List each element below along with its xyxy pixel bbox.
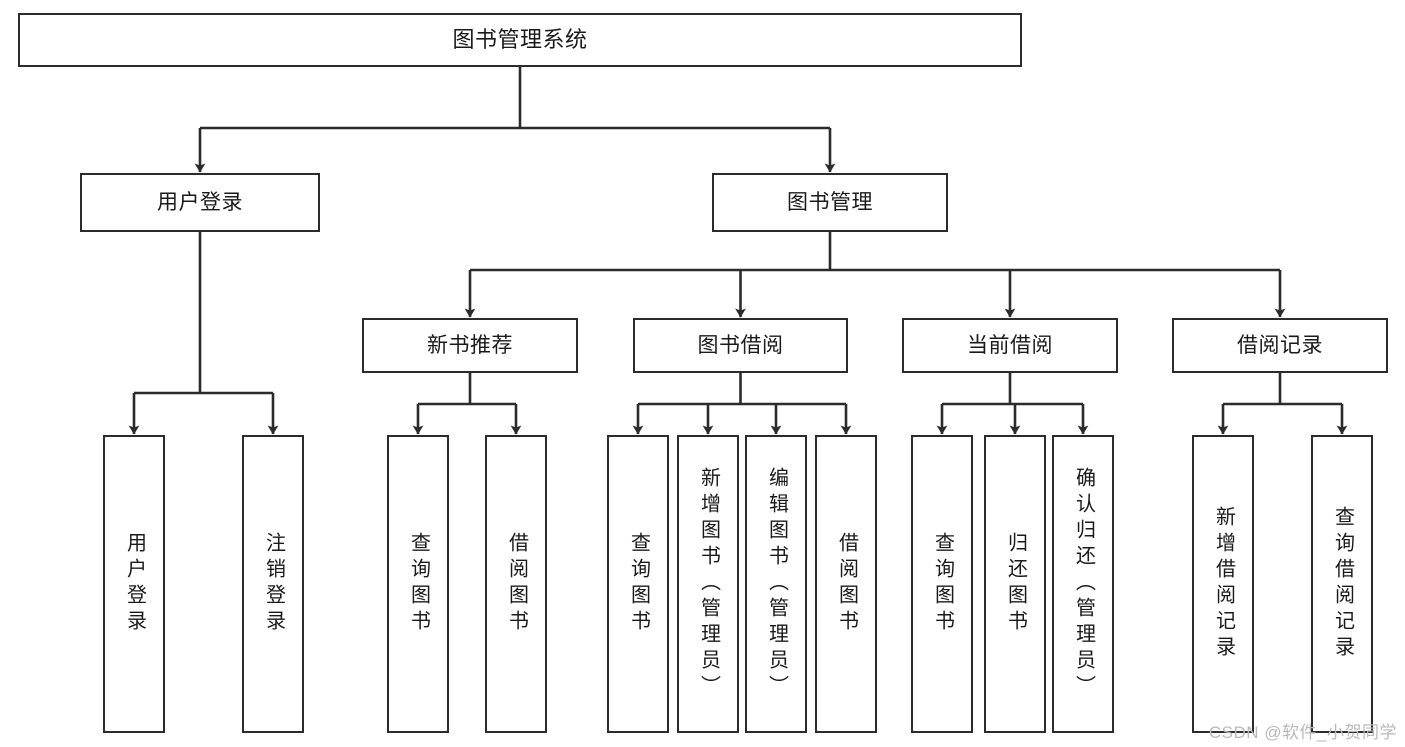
node-label: 图书管理系统 (452, 26, 588, 52)
node-label: 查询图书 (627, 532, 650, 636)
node-leaf-leaf-borrow-book[interactable]: 借阅图书 (815, 435, 877, 733)
node-leaf-leaf-edit-book[interactable]: 编辑图书（管理员） (745, 435, 807, 733)
node-leaf-leaf-rec-borrow-book[interactable]: 借阅图书 (485, 435, 547, 733)
node-label: 借阅图书 (505, 532, 528, 636)
node-leaf-leaf-query-record[interactable]: 查询借阅记录 (1311, 435, 1373, 733)
node-label: 新增借阅记录 (1212, 506, 1235, 662)
node-leaf-leaf-add-record[interactable]: 新增借阅记录 (1192, 435, 1254, 733)
watermark-text: CSDN @软件_小贺同学 (1208, 723, 1397, 742)
node-label: 用户登录 (157, 190, 243, 214)
node-label: 当前借阅 (967, 333, 1053, 357)
node-label: 确认归还（管理员） (1072, 467, 1095, 701)
node-label: 查询图书 (407, 532, 430, 636)
node-leaf-leaf-cur-query-book[interactable]: 查询图书 (911, 435, 973, 733)
node-new-book-rec[interactable]: 新书推荐 (362, 318, 578, 373)
node-label: 查询借阅记录 (1331, 506, 1354, 662)
node-label: 借阅图书 (835, 532, 858, 636)
node-label: 图书借阅 (697, 333, 784, 357)
node-label: 编辑图书（管理员） (765, 467, 788, 701)
node-leaf-leaf-return-book[interactable]: 归还图书 (984, 435, 1046, 733)
node-label: 归还图书 (1004, 532, 1027, 636)
node-label: 图书管理 (787, 190, 873, 214)
node-label: 注销登录 (262, 532, 285, 636)
node-book-manage[interactable]: 图书管理 (712, 173, 948, 232)
node-label: 新增图书（管理员） (697, 467, 720, 701)
node-leaf-leaf-logout[interactable]: 注销登录 (242, 435, 304, 733)
node-leaf-leaf-confirm-return[interactable]: 确认归还（管理员） (1052, 435, 1114, 733)
node-borrow-record[interactable]: 借阅记录 (1172, 318, 1388, 373)
node-label: 用户登录 (123, 532, 146, 636)
node-label: 新书推荐 (427, 333, 513, 357)
node-leaf-leaf-user-login[interactable]: 用户登录 (103, 435, 165, 733)
node-label: 查询图书 (931, 532, 954, 636)
node-user-login[interactable]: 用户登录 (80, 173, 320, 232)
node-leaf-leaf-rec-query-book[interactable]: 查询图书 (387, 435, 449, 733)
node-root-root[interactable]: 图书管理系统 (18, 13, 1022, 67)
node-current-borrow[interactable]: 当前借阅 (902, 318, 1118, 373)
node-label: 借阅记录 (1237, 333, 1323, 357)
node-leaf-leaf-borrow-query-book[interactable]: 查询图书 (607, 435, 669, 733)
node-leaf-leaf-add-book[interactable]: 新增图书（管理员） (677, 435, 739, 733)
node-book-borrow[interactable]: 图书借阅 (633, 318, 848, 373)
